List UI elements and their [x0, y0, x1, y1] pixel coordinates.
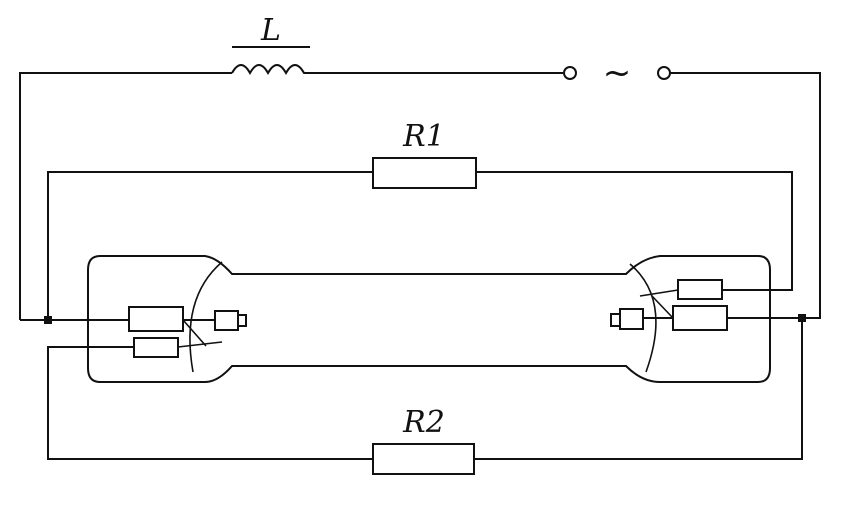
left-filament-upper — [128, 306, 184, 332]
lamp-tube — [87, 255, 771, 383]
left-electrode-assembly — [20, 306, 247, 358]
left-starter-cap — [237, 314, 247, 327]
lamp-tube-outline — [87, 255, 771, 383]
r2-branch — [47, 318, 803, 475]
inductor-label: L — [260, 13, 281, 48]
right-upper-lead — [639, 289, 679, 297]
left-cross-lead — [182, 319, 207, 347]
left-junction-node — [44, 316, 52, 324]
inductor-coil — [231, 64, 310, 76]
ac-terminal-right — [657, 66, 671, 80]
right-cross-lead — [651, 295, 674, 319]
right-outer-wire — [670, 72, 821, 319]
resistor-r1-label: R1 — [402, 119, 445, 154]
left-lower-lead — [177, 341, 223, 348]
right-junction-node — [798, 314, 806, 322]
resistor-r2-label: R2 — [402, 405, 445, 440]
outer-supply-loop — [19, 64, 821, 320]
right-starter-cap — [610, 313, 621, 327]
resistor-r1 — [372, 157, 477, 189]
right-electrode-assembly — [610, 279, 802, 331]
r1-right-wire — [476, 171, 793, 291]
left-electrode-arc — [189, 261, 223, 373]
left-starter-capsule — [214, 310, 239, 331]
right-filament-upper — [677, 279, 723, 300]
r2-left-wire — [47, 346, 373, 460]
ac-terminal-left — [563, 66, 577, 80]
ac-source-symbol: ~ — [603, 53, 632, 93]
right-starter-capsule — [619, 308, 644, 330]
r2-right-wire — [474, 318, 803, 460]
r1-left-wire — [47, 171, 373, 320]
right-electrode-arc — [629, 263, 657, 373]
right-filament-lower — [672, 305, 728, 331]
resistor-r2 — [372, 443, 475, 475]
left-filament-lower — [133, 337, 179, 358]
left-outer-wire — [19, 72, 232, 320]
r1-branch — [47, 157, 793, 320]
